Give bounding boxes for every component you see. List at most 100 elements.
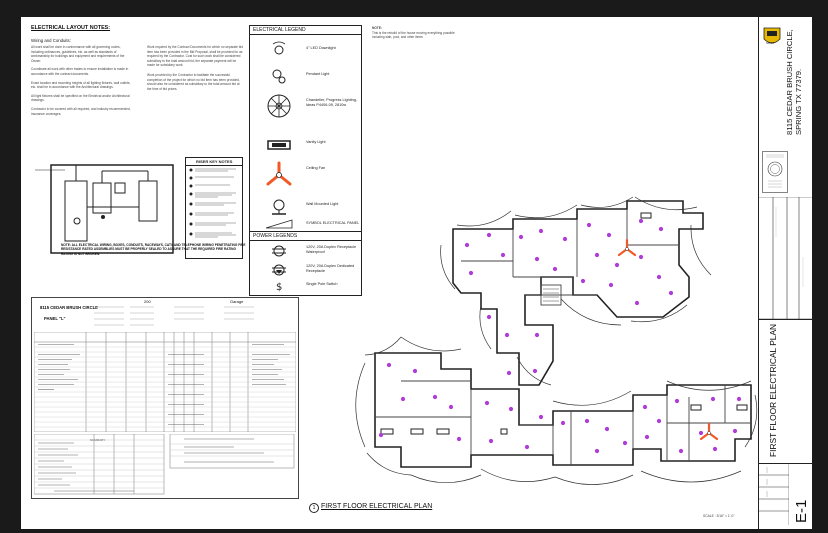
- downlight-fixture: [448, 404, 454, 410]
- downlight-icon: [272, 41, 286, 55]
- riser-key-notes: RISER KEY NOTES: [185, 157, 243, 259]
- notes-list: All work shall be done in conformance wi…: [31, 45, 131, 116]
- wall-light-icon: [272, 199, 286, 215]
- downlight-fixture: [658, 226, 664, 232]
- downlight-fixture: [594, 252, 600, 258]
- downlight-fixture: [678, 448, 684, 454]
- downlight-fixture: [468, 270, 474, 276]
- circuit-wire: [552, 390, 632, 406]
- downlight-fixture: [638, 254, 644, 260]
- downlight-fixture: [710, 396, 716, 402]
- top-note-label: NOTE:: [372, 26, 382, 30]
- panel-amps: 200: [144, 299, 151, 304]
- note-item: Work required by the Contract Documents …: [147, 45, 243, 68]
- sheet-number: E-1: [793, 499, 810, 523]
- revision-grid: [759, 197, 813, 319]
- circuit-wire: [630, 304, 688, 323]
- downlight-fixture: [586, 222, 592, 228]
- circuit-wire: [560, 298, 622, 326]
- downlight-fixture: [508, 406, 514, 412]
- circuit-wire: [514, 204, 578, 219]
- downlight-fixture: [386, 362, 392, 368]
- downlight-fixture: [488, 438, 494, 444]
- panel-project-name: 8115 CEDAR BRUSH CIRCLE: [40, 305, 98, 310]
- downlight-fixture: [732, 428, 738, 434]
- downlight-fixture: [560, 420, 566, 426]
- pendant-light-icon: [272, 69, 286, 84]
- panel-header-fields: [94, 306, 254, 326]
- sheet-info-table: [759, 463, 789, 525]
- notes-list-right: Work required by the Contract Documents …: [147, 45, 243, 91]
- panel-schedule: 8115 CEDAR BRUSH CIRCLE PANEL "L" 200 Ga…: [31, 297, 299, 499]
- panel-summary-table: [34, 434, 295, 495]
- note-item: Coordinate all work with other trades to…: [31, 67, 129, 76]
- legend-label: Single Pole Switch: [306, 282, 338, 286]
- electrical-legend: ELECTRICAL LEGEND 4" LED Downlight Penda…: [249, 25, 362, 232]
- legend-label: Vanity Light: [306, 140, 326, 144]
- downlight-fixture: [534, 332, 540, 338]
- legend-row: Pendant Light: [250, 62, 361, 92]
- downlight-fixture: [622, 440, 628, 446]
- riser-notes-title: RISER KEY NOTES: [196, 159, 233, 164]
- downlight-fixture: [464, 242, 470, 248]
- note-item: All light fixtures shall be specified on…: [31, 93, 130, 103]
- downlight-fixture: [594, 448, 600, 454]
- circuit-wire: [580, 196, 634, 208]
- electrical-panel-icon: [265, 219, 293, 229]
- svg-text:$: $: [276, 282, 282, 292]
- notes-title: ELECTRICAL LAYOUT NOTES:: [31, 25, 111, 31]
- legend-row: SYMBOL ELECTRICAL PANEL: [250, 218, 361, 231]
- legend-row: $ Single Pole Switch: [250, 279, 361, 293]
- downlight-fixture: [674, 398, 680, 404]
- project-address: 8115 CEDAR BRUSH CIRCLE, SPRING TX 77379…: [785, 29, 803, 135]
- note-item: All work shall be done in conformance wi…: [31, 45, 125, 63]
- downlight-fixture: [538, 228, 544, 234]
- circuit-wire: [456, 210, 512, 227]
- notes-block: ELECTRICAL LAYOUT NOTES: Wiring and Cond…: [31, 25, 243, 153]
- legend-title: ELECTRICAL LEGEND: [253, 27, 306, 33]
- circuit-wire: [634, 196, 698, 211]
- legend-row: 120V, 20A Duplex Receptacle Waterproof: [250, 242, 361, 260]
- downlight-fixture: [486, 232, 492, 238]
- legend-label: 120V, 20A Duplex Receptacle Waterproof: [306, 245, 357, 254]
- legend-row: Ceiling Fan: [250, 156, 361, 192]
- downlight-fixture: [524, 444, 530, 450]
- plan-outline-upper: [452, 200, 704, 386]
- circuit-wire: [400, 336, 462, 352]
- downlight-fixture: [656, 274, 662, 280]
- downlight-fixture: [484, 400, 490, 406]
- circuit-wire: [666, 380, 752, 391]
- circuit-wire: [744, 394, 758, 448]
- circuit-wire: [690, 224, 712, 276]
- circuit-wire: [554, 474, 634, 485]
- downlight-fixture: [634, 300, 640, 306]
- downlight-fixture: [456, 436, 462, 442]
- switch-icon: $: [276, 282, 282, 292]
- floor-plan: [355, 196, 758, 485]
- downlight-fixture: [518, 234, 524, 240]
- plan-title-marker: 1: [309, 503, 319, 513]
- downlight-fixture: [644, 434, 650, 440]
- receptacle-icon: [272, 245, 286, 257]
- downlight-fixture: [606, 232, 612, 238]
- legend-label: 120V, 20A Duplex Dedicated Receptacle: [306, 264, 355, 273]
- riser-general-note: NOTE: ALL ELECTRICAL WIRING, BOXES, COND…: [61, 243, 246, 256]
- legend-label: Wall Mounted Light: [306, 202, 339, 206]
- downlight-fixture: [562, 236, 568, 242]
- riser-notes-lines: [189, 168, 236, 238]
- downlight-fixture: [532, 368, 538, 374]
- panel-header: 8115 CEDAR BRUSH CIRCLE PANEL "L" 200 Ga…: [34, 299, 296, 330]
- notes-subtitle: Wiring and Conduits:: [31, 38, 71, 43]
- legend-row: Wall Mounted Light: [250, 192, 361, 222]
- ceiling-fan-icon: [266, 161, 292, 186]
- downlight-fixture: [552, 266, 558, 272]
- power-legend-title: POWER LEGENDS: [253, 233, 298, 239]
- plan-outline-lower: [374, 352, 752, 468]
- vanity-light-icon: [267, 140, 291, 150]
- downlight-fixture: [604, 426, 610, 432]
- legend-label: SYMBOL ELECTRICAL PANEL: [306, 221, 360, 225]
- ceiling-fan-fixture: [617, 238, 637, 257]
- downlight-fixture: [534, 256, 540, 262]
- power-legend: POWER LEGENDS 120V, 20A Duplex Receptacl…: [249, 231, 362, 296]
- downlight-fixture: [642, 404, 648, 410]
